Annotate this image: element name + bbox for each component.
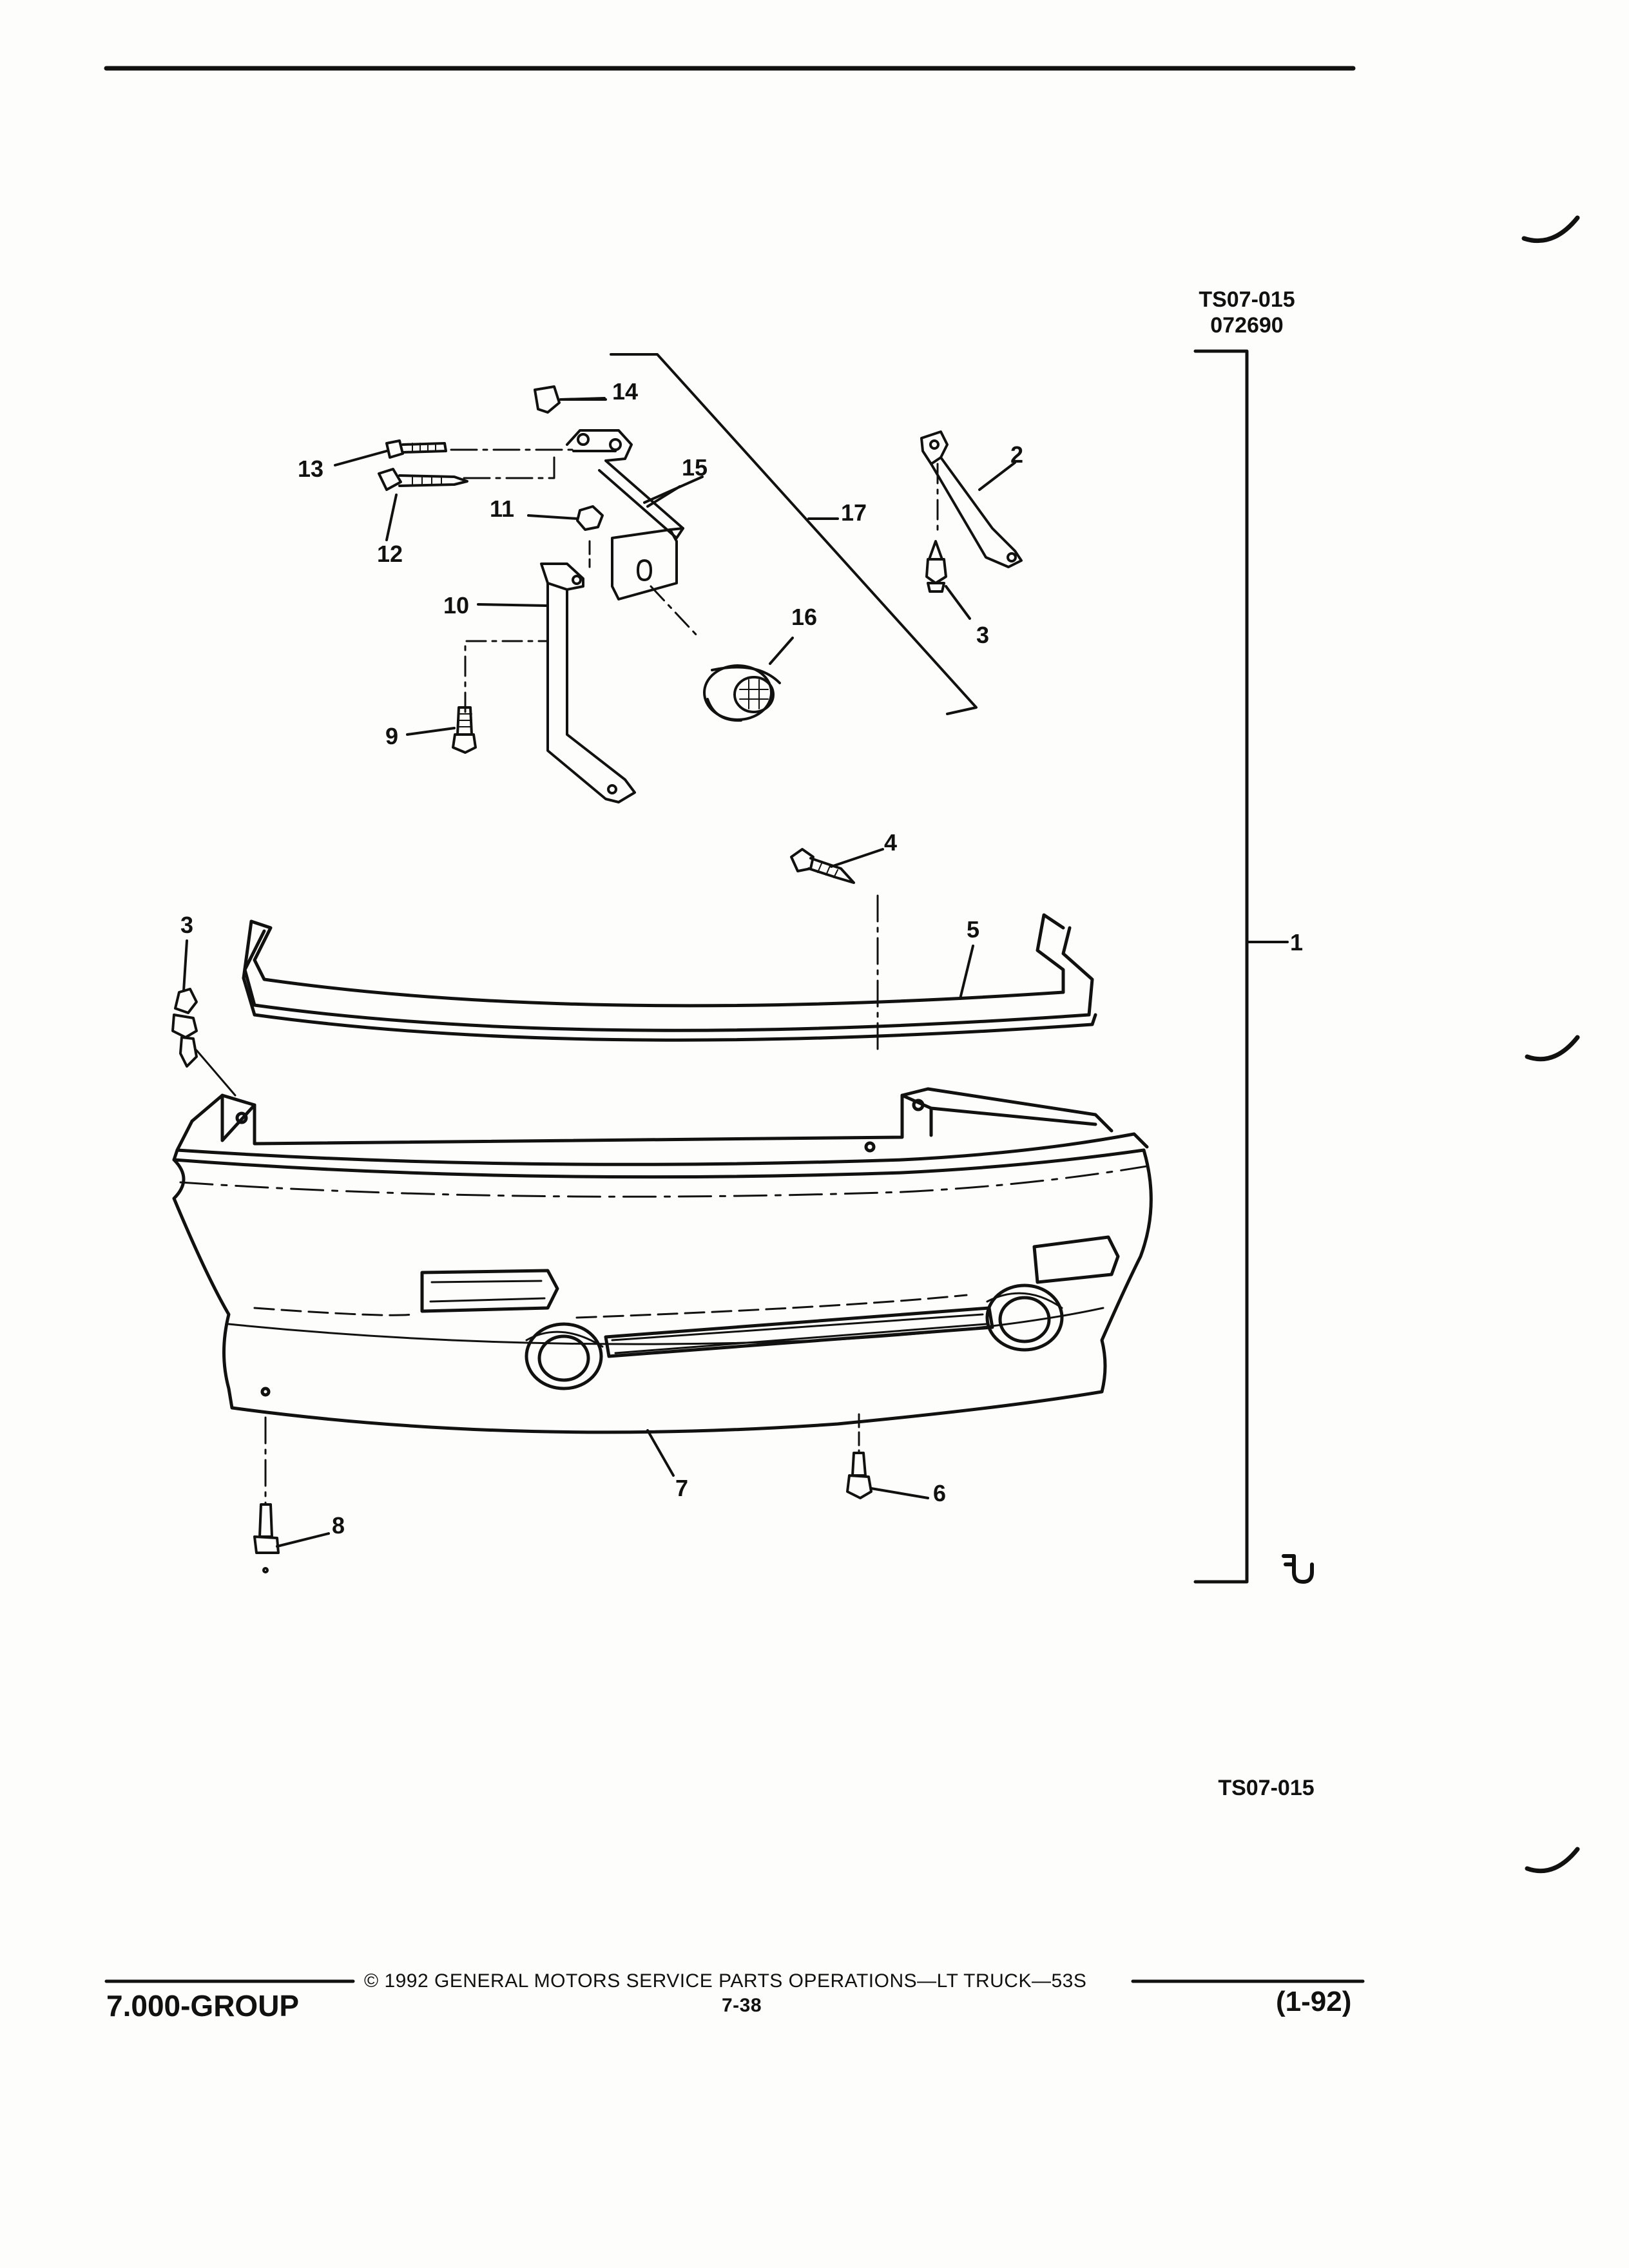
footer-copyright: © 1992 GENERAL MOTORS SERVICE PARTS OPER…	[364, 1970, 1087, 1992]
figure-caption: TS07-015	[1218, 1776, 1315, 1800]
top-rail-5	[242, 913, 1097, 1042]
assembly-bracket	[1193, 349, 1249, 1584]
leader-11	[527, 514, 579, 520]
alignment-line-9	[464, 640, 548, 713]
leader-5	[959, 945, 974, 1000]
screw-6	[846, 1452, 872, 1499]
callout-11: 11	[490, 495, 515, 522]
leader-12	[385, 494, 398, 541]
leader-9	[406, 727, 456, 736]
binding-mark-3	[1525, 1847, 1580, 1874]
leader-3-left	[182, 939, 188, 992]
binding-mark-2	[1525, 1035, 1580, 1062]
callout-15: 15	[682, 454, 708, 481]
leader-6	[870, 1487, 929, 1499]
screw-3-upper	[925, 540, 947, 593]
leader-15	[646, 485, 681, 508]
figure-date: 072690	[1210, 313, 1284, 338]
bracket-10	[540, 562, 636, 803]
alignment-line-3-left	[195, 1049, 236, 1097]
callout-4: 4	[884, 829, 898, 856]
leader-7	[646, 1429, 675, 1477]
bracket-17	[610, 353, 978, 715]
callout-13: 13	[298, 456, 324, 482]
callout-3-upper: 3	[976, 622, 990, 648]
alignment-line-16	[650, 585, 700, 639]
callout-17: 17	[841, 499, 867, 526]
footer-group: 7.000-GROUP	[106, 1989, 300, 2023]
footer-revision: (1-92)	[1276, 1986, 1352, 2017]
leader-2	[978, 461, 1016, 491]
leader-13	[334, 450, 388, 466]
callout-12: 12	[377, 541, 403, 567]
leader-3-upper	[945, 585, 971, 620]
callout-9: 9	[385, 723, 399, 749]
gm-symbol-icon	[1282, 1554, 1314, 1584]
alignment-line-12	[463, 450, 555, 479]
lamp-16	[703, 664, 781, 722]
callout-8: 8	[332, 1512, 345, 1539]
callout-10: 10	[443, 592, 470, 619]
callout-5: 5	[967, 916, 980, 943]
leader-10	[477, 603, 548, 607]
footer-page-number: 7-38	[722, 1995, 762, 2016]
leader-4	[830, 848, 884, 868]
callout-7: 7	[675, 1475, 689, 1501]
figure-id: TS07-015	[1199, 287, 1295, 312]
brace-2	[920, 430, 1023, 568]
callout-6: 6	[933, 1480, 947, 1506]
binding-mark-1	[1521, 215, 1580, 244]
screw-3-left	[171, 988, 198, 1068]
leader-8	[276, 1532, 330, 1548]
screw-8	[253, 1503, 280, 1573]
leader-16	[769, 637, 794, 665]
callout-2: 2	[1010, 441, 1024, 468]
callout-16: 16	[791, 604, 818, 630]
bolt-13	[385, 439, 447, 459]
bolt-9	[452, 706, 477, 754]
nut-11	[576, 505, 604, 531]
bolt-12	[378, 468, 468, 491]
callout-3-left: 3	[180, 912, 194, 938]
callout-1: 1	[1290, 929, 1304, 956]
screw-4	[790, 848, 855, 884]
callout-14: 14	[612, 378, 639, 405]
bumper-fascia-7	[172, 1087, 1153, 1434]
